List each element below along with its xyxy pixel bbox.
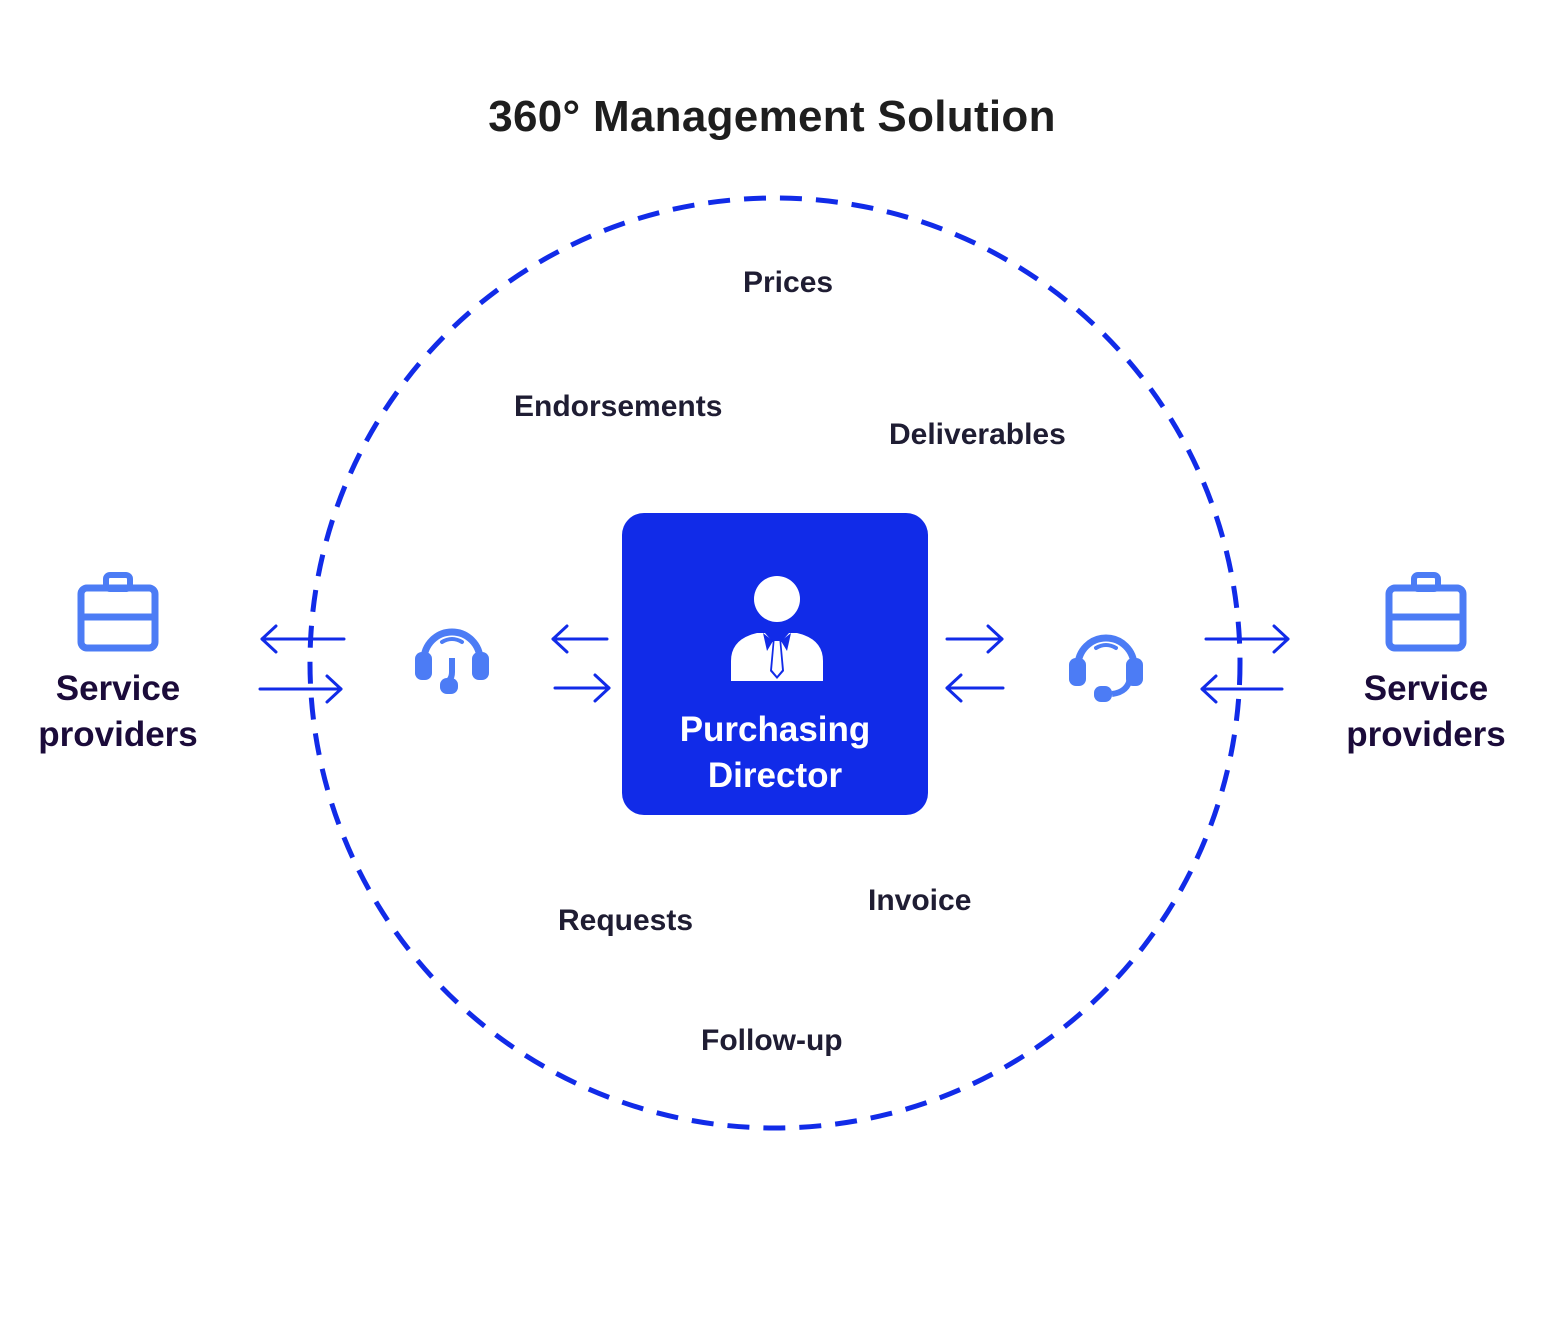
briefcase-icon [77, 572, 159, 652]
arrow-right-inner-top [945, 624, 1004, 654]
arrow-right-outer-bottom [1200, 674, 1284, 704]
arrow-right-inner-bottom [945, 673, 1005, 703]
center-line2: Director [707, 756, 843, 795]
headset-icon [1069, 634, 1143, 702]
topic-deliverables: Deliverables [889, 418, 1066, 451]
topic-prices: Prices [743, 266, 834, 299]
diagram-title: 360° Management Solution [488, 92, 1056, 141]
topic-invoice: Invoice [868, 884, 972, 917]
arrow-left-outer-top [260, 624, 346, 654]
arrow-right-outer-top [1204, 624, 1290, 654]
topic-endorsements: Endorsements [514, 390, 723, 423]
right-provider-label: Service providers [1306, 666, 1544, 758]
right-provider-line1: Service [1363, 669, 1489, 708]
businessman-icon [731, 576, 823, 681]
topic-follow-up: Follow-up [701, 1024, 843, 1057]
topic-requests: Requests [558, 904, 694, 937]
headset-icon [415, 628, 489, 694]
left-provider-line1: Service [55, 669, 181, 708]
arrow-left-inner-bottom [553, 673, 611, 703]
dashed-circle [307, 195, 1243, 1131]
left-provider-line2: providers [38, 715, 198, 754]
right-provider-line2: providers [1346, 715, 1506, 754]
purchasing-director-label: Purchasing Director [622, 707, 928, 799]
arrow-left-inner-top [551, 624, 609, 654]
arrow-left-outer-bottom [258, 674, 343, 704]
center-line1: Purchasing [679, 710, 871, 749]
briefcase-icon [1385, 572, 1467, 652]
left-provider-label: Service providers [0, 666, 238, 758]
purchasing-director-box: Purchasing Director [622, 513, 928, 815]
